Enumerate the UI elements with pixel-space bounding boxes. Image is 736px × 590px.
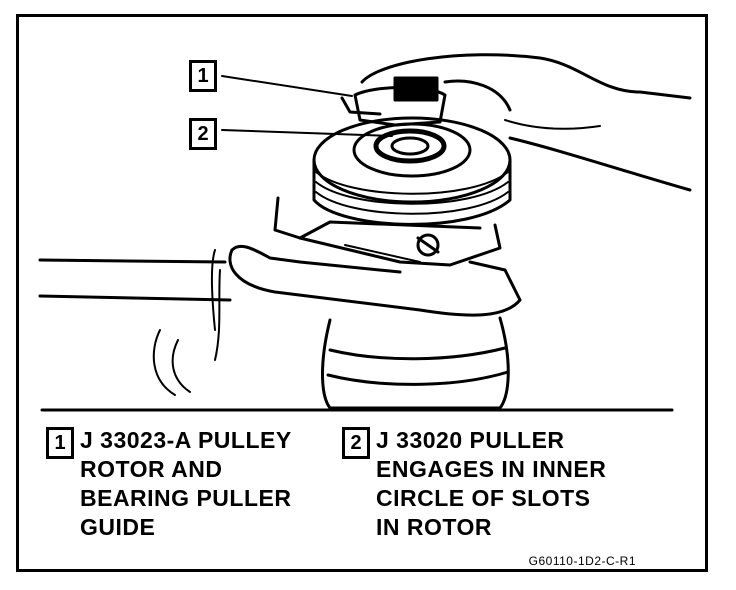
compressor-body xyxy=(321,316,510,410)
legend-2-line-2: ENGAGES IN INNER xyxy=(376,456,607,482)
puller-guide xyxy=(273,196,502,267)
legend-number-2: 2 xyxy=(342,427,370,459)
legend-1-line-2: ROTOR AND xyxy=(80,456,223,482)
legend-2-line-1: J 33020 PULLER xyxy=(376,427,565,453)
guide-plate xyxy=(228,248,522,317)
legend-item-1: 1 J 33023-A PULLEY ROTOR AND BEARING PUL… xyxy=(46,426,292,542)
background-line xyxy=(38,258,227,264)
legend-1-line-1: J 33023-A PULLEY xyxy=(80,427,292,453)
callout-1: 1 xyxy=(189,60,217,92)
callout-1-number: 1 xyxy=(197,64,209,87)
callout-2: 2 xyxy=(189,118,217,150)
legend-2-line-3: CIRCLE OF SLOTS xyxy=(376,485,591,511)
legend-number-1: 1 xyxy=(46,427,74,459)
legend-1-line-4: GUIDE xyxy=(80,514,156,540)
bolt xyxy=(416,233,440,257)
legend-text-1: J 33023-A PULLEY ROTOR AND BEARING PULLE… xyxy=(80,426,292,542)
legend-2-line-4: IN ROTOR xyxy=(376,514,493,540)
hand xyxy=(360,53,692,100)
legend-text-2: J 33020 PULLER ENGAGES IN INNER CIRCLE O… xyxy=(376,426,606,542)
legend-item-2: 2 J 33020 PULLER ENGAGES IN INNER CIRCLE… xyxy=(342,426,606,542)
callout-2-number: 2 xyxy=(197,122,209,145)
figure-code: G60110-1D2-C-R1 xyxy=(528,554,636,568)
figure-frame xyxy=(16,14,708,572)
legend-1-line-3: BEARING PULLER xyxy=(80,485,292,511)
callout-leader-1 xyxy=(221,75,353,97)
callout-leader-2 xyxy=(221,129,393,137)
